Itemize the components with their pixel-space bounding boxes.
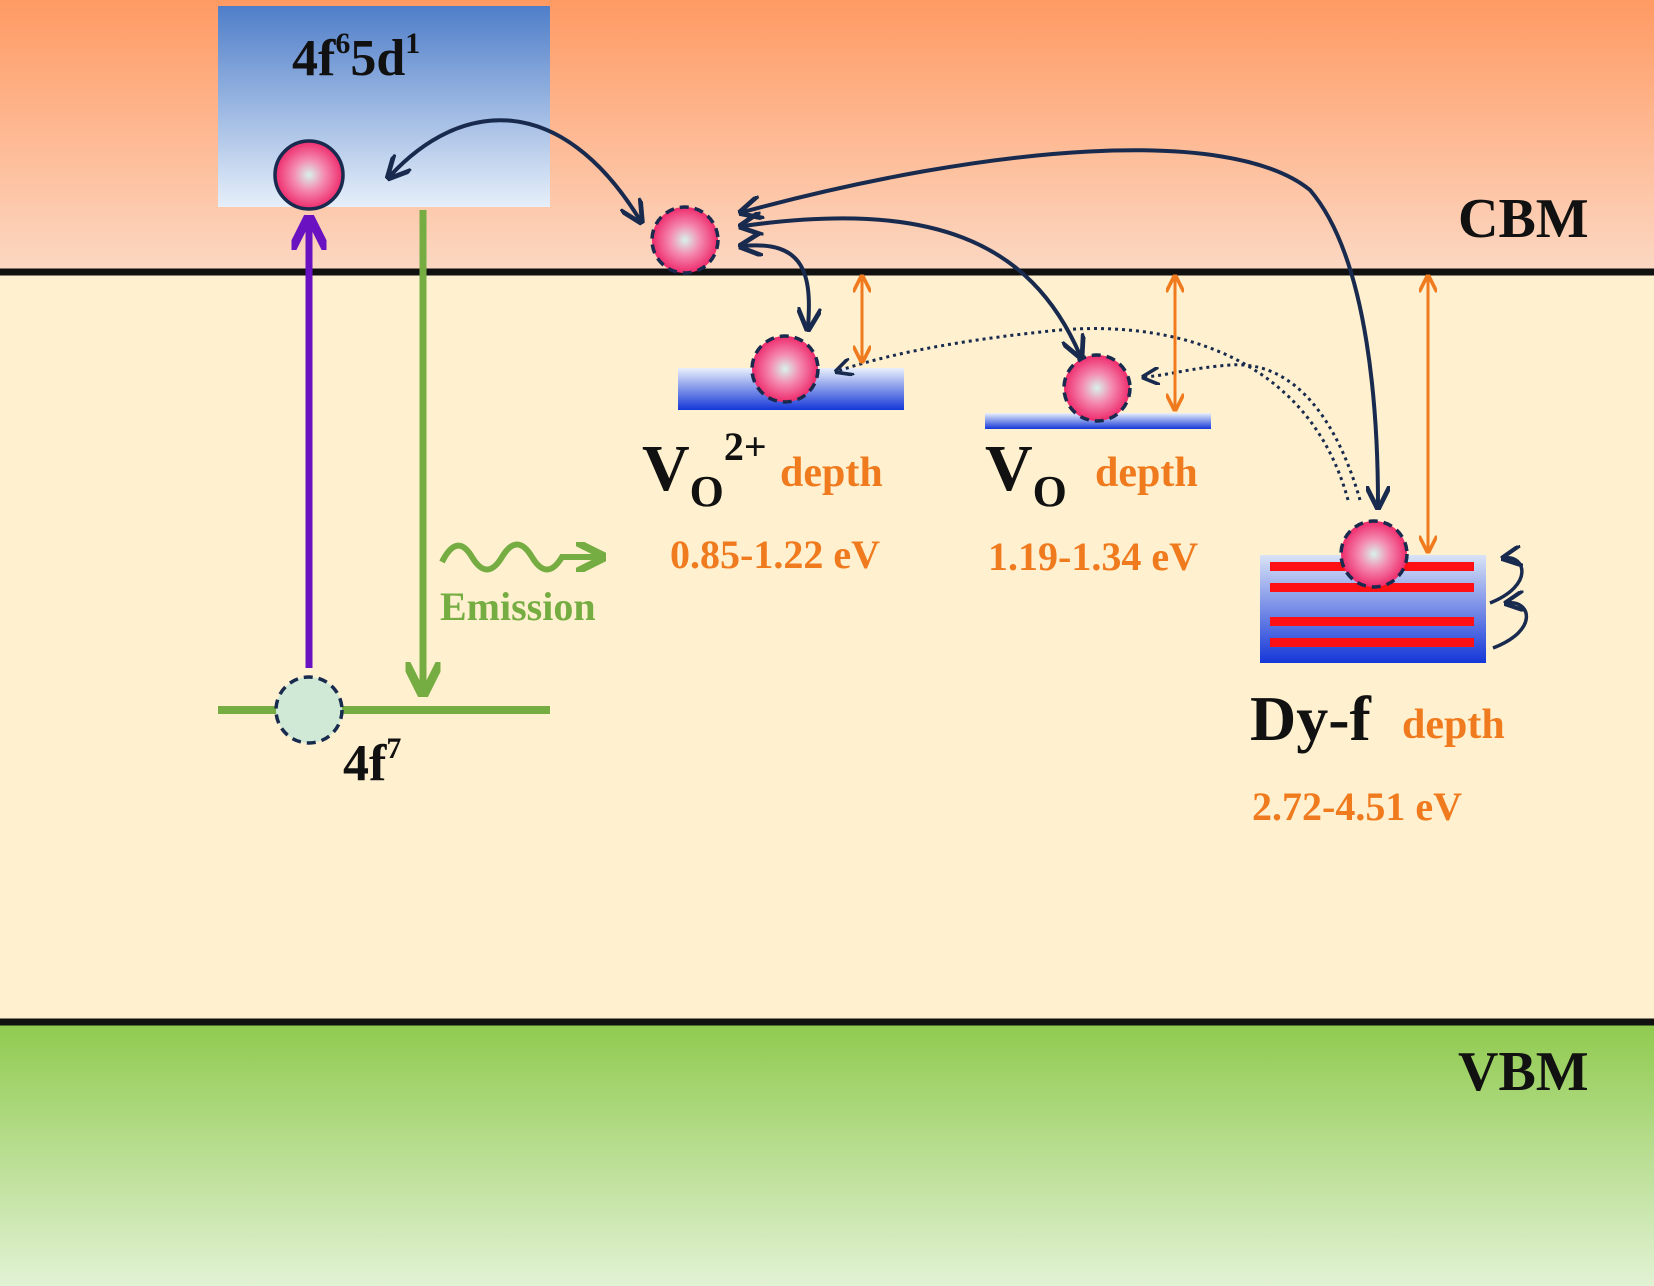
dy-depth-word: depth (1402, 702, 1505, 748)
transfer-arrow-box-to-cb (390, 118, 640, 220)
dy-stripe-4 (1270, 638, 1474, 647)
electron-excited-state (273, 139, 345, 211)
dy-stripe-3 (1270, 617, 1474, 626)
excited-state-sup2: 1 (405, 27, 420, 60)
vbm-label: VBM (1458, 1041, 1589, 1103)
vo2-trap-label: VO2+ (642, 424, 767, 516)
vo2-label-base: V (642, 432, 690, 505)
excited-state-sup1: 6 (335, 27, 350, 60)
excited-state-label: 4f65d1 (292, 27, 420, 87)
vo-trapped-electron (1062, 353, 1132, 423)
vo-trap-label: VO (985, 432, 1067, 516)
valence-band (0, 1022, 1654, 1286)
excited-state-base: 4f (292, 30, 336, 87)
dy-trap-label: Dy-f (1250, 683, 1372, 754)
dy-depth-range: 2.72-4.51 eV (1252, 784, 1462, 829)
dy-curl-arrow-upper (1489, 558, 1524, 605)
vo2-label-sup: 2+ (724, 424, 767, 469)
hole-ground-state (274, 675, 344, 745)
transfer-arrow-cb-to-dy (743, 148, 1378, 505)
vo-label-base: V (985, 432, 1033, 505)
vo2-depth-range: 0.85-1.22 eV (670, 532, 880, 577)
vo2-label-sub: O (690, 467, 724, 516)
vo-depth-range: 1.19-1.34 eV (988, 534, 1198, 579)
excited-state-mid: 5d (350, 30, 405, 87)
vo-label-sub: O (1033, 467, 1067, 516)
vo-depth-word: depth (1095, 450, 1198, 496)
vo2-trapped-electron (750, 334, 820, 404)
dy-curl-arrow-lower (1492, 603, 1529, 650)
cbm-label: CBM (1458, 188, 1589, 250)
dy-trapped-electron (1339, 519, 1409, 589)
ground-state-label: 4f7 (343, 732, 401, 792)
emission-label: Emission (440, 584, 596, 629)
ground-state-base: 4f (343, 735, 387, 792)
emission-wave-icon (439, 541, 600, 573)
vo2-depth-word: depth (780, 450, 883, 496)
ground-state-sup: 7 (386, 732, 401, 765)
conduction-electron (650, 205, 720, 275)
